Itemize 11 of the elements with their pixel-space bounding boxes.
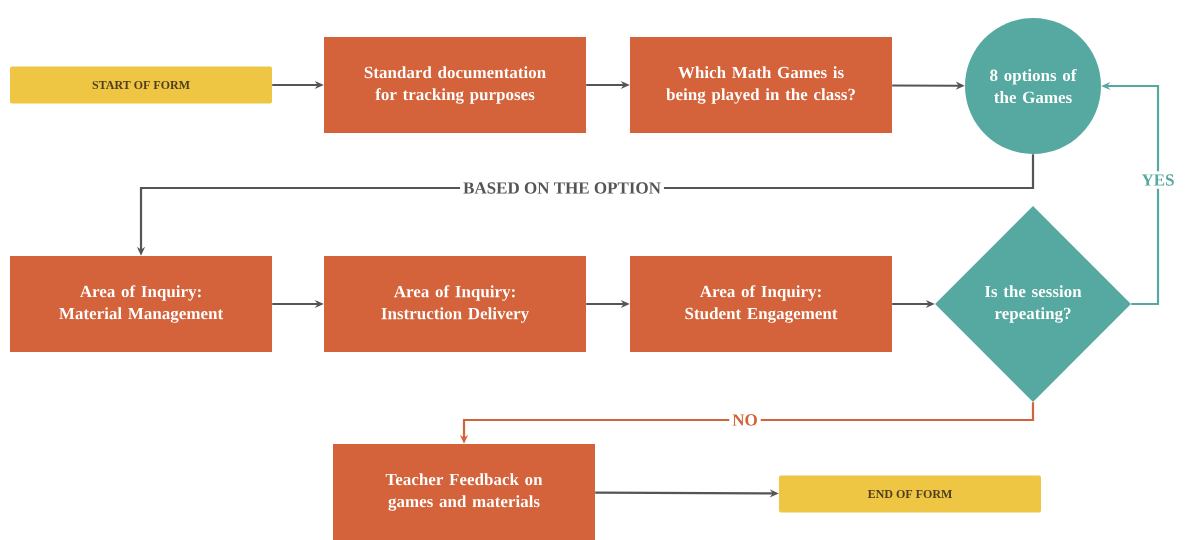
process-box: Teacher Feedback on games and materials <box>333 444 595 540</box>
process-box: Area of Inquiry: Material Management <box>10 256 272 352</box>
process-box: Area of Inquiry: Student Engagement <box>630 256 892 352</box>
edge-label: BASED ON THE OPTION <box>460 179 664 197</box>
start-box: START OF FORM <box>10 66 272 104</box>
process-box: Which Math Games is being played in the class? <box>630 37 892 133</box>
process-box: Area of Inquiry: Instruction Delivery <box>324 256 586 352</box>
edge-label: NO <box>729 411 761 429</box>
edge-label: YES <box>1138 171 1178 189</box>
end-box: END OF FORM <box>779 475 1041 513</box>
process-box: Standard documentation for tracking purposes <box>324 37 586 133</box>
